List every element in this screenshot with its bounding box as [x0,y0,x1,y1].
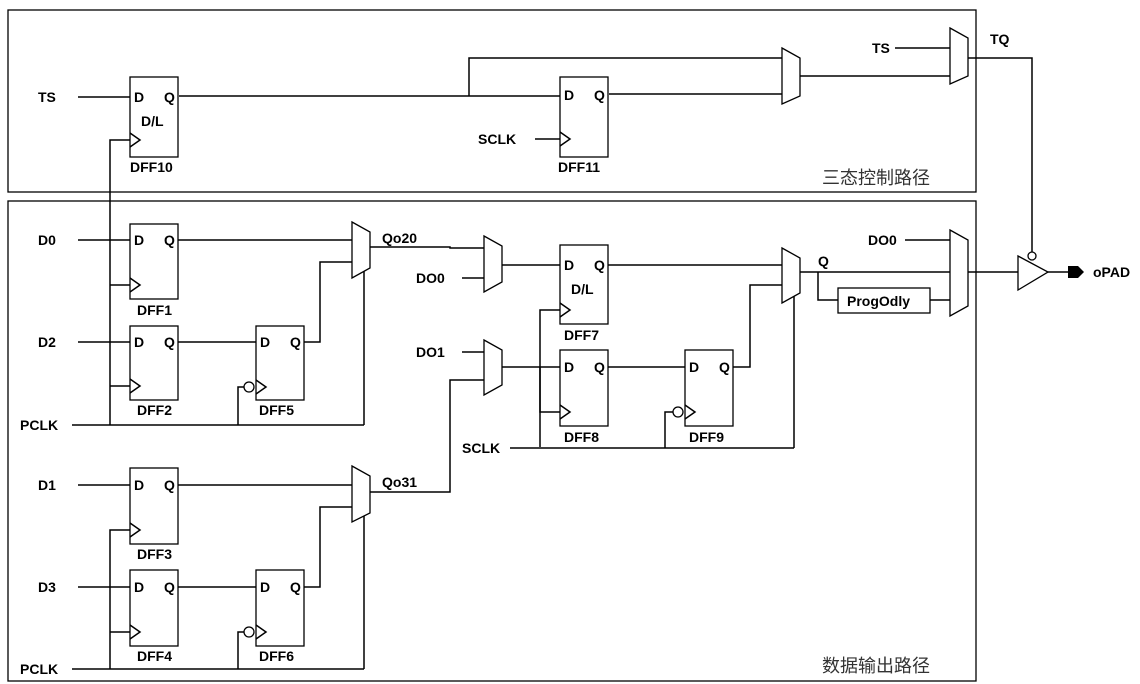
dff9-q-pin: Q [719,359,730,375]
pclk2-label: PCLK [20,661,58,677]
data-output-path-frame [7,200,977,682]
dff10-q-pin: Q [164,89,175,105]
dff2-d-pin: D [134,334,144,350]
mux-qo20 [351,220,371,280]
tristate-enable-bubble [1027,251,1037,261]
opad-label: oPAD [1093,264,1130,280]
d3-label: D3 [38,579,56,595]
ts-mux-label: TS [872,40,890,56]
dff10-name: DFF10 [130,159,173,175]
dff4-q-pin: Q [164,579,175,595]
dff2-q-pin: Q [164,334,175,350]
dff11: D Q DFF11 [558,76,609,175]
dff6-q-pin: Q [290,579,301,595]
tq-label: TQ [990,31,1010,47]
dff4-d-pin: D [134,579,144,595]
dff10-d-pin: D [134,89,144,105]
dff8-q-pin: Q [594,359,605,375]
dff9-d-pin: D [689,359,699,375]
dff3-q-pin: Q [164,477,175,493]
dff3-name: DFF3 [137,546,172,562]
tristate-mux-2 [949,26,969,86]
do1-label: DO1 [416,344,445,360]
dff7-name: DFF7 [564,327,599,343]
dff2-name: DFF2 [137,402,172,418]
dff6-name: DFF6 [259,648,294,664]
dff1-q-pin: Q [164,232,175,248]
do0-label-a: DO0 [416,270,445,286]
progodly-block [837,287,931,314]
tristate-path-label: 三态控制路径 [822,168,930,189]
do0-label-b: DO0 [868,232,897,248]
dff6: D Q DFF6 [243,569,305,664]
pclk1-label: PCLK [20,417,58,433]
dff5: D Q DFF5 [243,325,305,418]
dff5-name: DFF5 [259,402,294,418]
ts-input-label: TS [38,89,56,105]
dff1-name: DFF1 [137,302,172,318]
mux-do1 [483,338,503,397]
dff4: D Q DFF4 [129,569,179,664]
qo20-label: Qo20 [382,230,417,246]
dff9: D Q DFF9 [672,349,734,445]
dff11-name: DFF11 [558,159,600,175]
dff5-q-pin: Q [290,334,301,350]
mux-qo31 [351,464,371,524]
dff2: D Q DFF2 [129,325,179,418]
opad-terminal [1068,266,1084,278]
dff4-name: DFF4 [137,648,172,664]
dff7-q-pin: Q [594,257,605,273]
dff7-dl-label: D/L [571,281,594,297]
data-output-path-label: 数据输出路径 [822,656,930,677]
dff10-dl-label: D/L [141,113,164,129]
dff8-d-pin: D [564,359,574,375]
qo31-label: Qo31 [382,474,417,490]
tristate-path-frame [7,9,977,193]
dff1-d-pin: D [134,232,144,248]
sclk-mid-label: SCLK [462,440,500,456]
dff7: D Q D/L DFF7 [559,244,609,343]
dff6-d-pin: D [260,579,270,595]
dff8-name: DFF8 [564,429,599,445]
q-label: Q [818,253,829,269]
wires [72,47,1068,670]
dff1: D Q DFF1 [129,223,179,318]
tristate-mux-1 [781,46,801,106]
dff3: D Q DFF3 [129,467,179,562]
dff10: D Q D/L DFF10 [129,76,179,175]
dff8: D Q DFF8 [559,349,609,445]
progodly-label: ProgOdly [847,293,910,309]
dff9-name: DFF9 [689,429,724,445]
tristate-buffer [1017,254,1050,292]
mux-q [781,246,801,305]
dff11-d-pin: D [564,87,574,103]
mux-do0 [483,234,503,294]
dff11-q-pin: Q [594,87,605,103]
mux-output [949,228,969,318]
dff5-d-pin: D [260,334,270,350]
dff7-d-pin: D [564,257,574,273]
dff3-d-pin: D [134,477,144,493]
d0-label: D0 [38,232,56,248]
d2-label: D2 [38,334,56,350]
d1-label: D1 [38,477,56,493]
sclk-top-label: SCLK [478,131,516,147]
